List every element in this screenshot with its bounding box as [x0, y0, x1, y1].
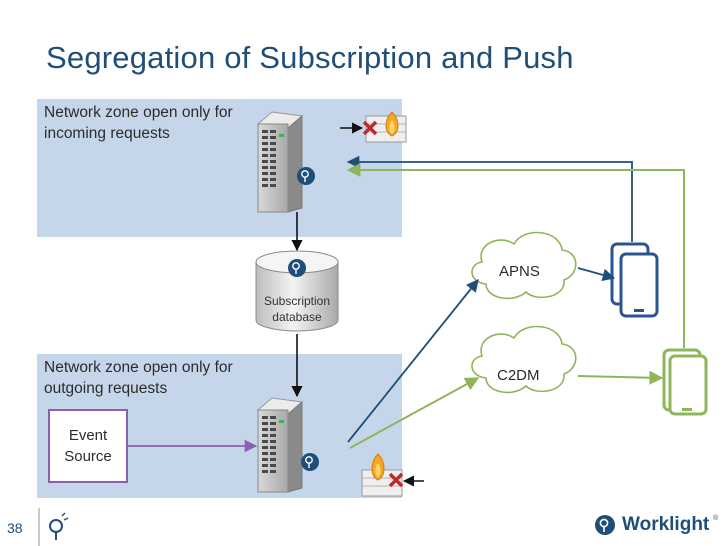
apns-cloud [471, 231, 577, 300]
bottom-firewall-icon [361, 453, 403, 497]
database-label: Subscription database [256, 293, 338, 325]
bottom-blocked-icon [388, 472, 404, 488]
database-label-line1: Subscription [263, 294, 331, 308]
ios-subscribe-line [346, 155, 633, 242]
top-firewall-icon [365, 111, 407, 143]
top-server-icon [256, 111, 315, 213]
outgoing-zone-label-line2: outgoing requests [44, 380, 168, 397]
outgoing-zone-label-line1: Network zone open only for [44, 359, 233, 376]
server-to-c2dm-arrow [349, 377, 480, 449]
c2dm-to-android-arrow [577, 370, 664, 385]
brand-name: Worklight [622, 514, 710, 535]
database-label-line2: database [272, 310, 322, 324]
event-source-line2: Source [64, 448, 112, 465]
page-number: 38 [7, 520, 23, 536]
android-devices-icon [662, 348, 708, 416]
worklight-logo-icon [595, 515, 615, 535]
ios-devices-icon [610, 242, 659, 318]
apns-to-ios-arrow [577, 267, 616, 282]
brand-trademark: ® [713, 515, 719, 522]
bottom-server-icon [256, 397, 319, 493]
c2dm-label: C2DM [497, 367, 540, 384]
incoming-zone-label: Network zone open only for incoming requ… [44, 102, 233, 144]
incoming-zone [37, 99, 402, 237]
top-blocked-icon [362, 120, 378, 136]
footer-divider [38, 508, 40, 546]
c2dm-cloud [471, 325, 577, 394]
subscription-database-icon [255, 250, 339, 332]
apns-label: APNS [499, 263, 540, 280]
android-subscribe-line [346, 163, 685, 348]
incoming-zone-label-line2: incoming requests [44, 125, 170, 142]
outgoing-zone-label: Network zone open only for outgoing requ… [44, 357, 233, 399]
footer-logo-icon [49, 512, 69, 540]
server-to-apns-arrow [347, 279, 479, 443]
event-source-box: Event Source [48, 409, 128, 483]
slide-title: Segregation of Subscription and Push [46, 40, 574, 75]
incoming-zone-label-line1: Network zone open only for [44, 104, 233, 121]
event-source-line1: Event [68, 427, 108, 444]
